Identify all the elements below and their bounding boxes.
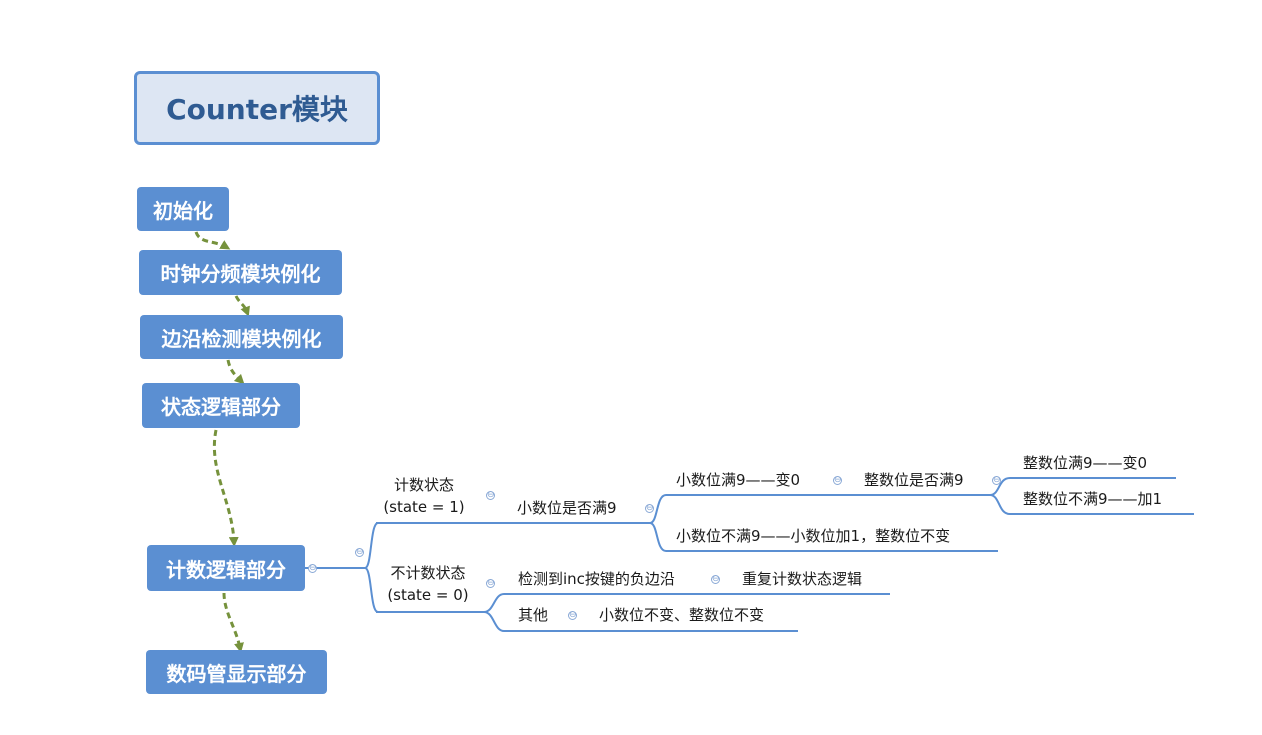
label-counting-state: 计数状态 (state = 1) <box>376 474 472 518</box>
counting-state-text: 计数状态 <box>393 476 454 494</box>
counting-state-cond: (state = 1) <box>383 498 465 516</box>
mind-map-title: Counter模块 <box>134 71 380 145</box>
idle-state-text: 不计数状态 <box>390 564 466 582</box>
collapse-icon[interactable]: ⊖ <box>992 475 1001 485</box>
step-edge-detect[interactable]: 边沿检测模块例化 <box>140 315 343 359</box>
label-inc-negedge: 检测到inc按键的负边沿 <box>518 570 675 588</box>
collapse-icon[interactable]: ⊖ <box>833 475 842 485</box>
label-idle-state: 不计数状态 (state = 0) <box>376 562 480 606</box>
step-count-logic[interactable]: 计数逻辑部分 <box>147 545 305 591</box>
label-decimal-full-question: 小数位是否满9 <box>517 499 617 517</box>
tree-link-inc <box>483 593 505 613</box>
tree-link-integer-not-full <box>989 494 1011 515</box>
collapse-icon[interactable]: ⊖ <box>568 610 577 620</box>
label-integer-full: 整数位满9——变0 <box>1023 454 1148 472</box>
flow-arrow-5 <box>222 592 244 653</box>
tree-link-decimal-not-full <box>649 522 667 552</box>
collapse-icon[interactable]: ⊖ <box>711 574 720 584</box>
step-clock-divider[interactable]: 时钟分频模块例化 <box>139 250 342 295</box>
label-integer-full-question: 整数位是否满9 <box>864 471 964 489</box>
collapse-icon[interactable]: ⊖ <box>486 578 495 588</box>
flow-arrow-4 <box>212 429 239 547</box>
collapse-icon[interactable]: ⊖ <box>355 547 364 557</box>
label-other: 其他 <box>518 606 549 624</box>
label-integer-not-full: 整数位不满9——加1 <box>1023 490 1163 508</box>
flow-arrow-2 <box>234 295 250 317</box>
step-display[interactable]: 数码管显示部分 <box>146 650 327 694</box>
label-decimal-full: 小数位满9——变0 <box>676 471 801 489</box>
label-decimal-not-full: 小数位不满9——小数位加1，整数位不变 <box>676 527 951 545</box>
label-repeat-logic: 重复计数状态逻辑 <box>742 570 863 588</box>
idle-state-cond: (state = 0) <box>387 586 469 604</box>
flow-arrow-3 <box>226 359 245 385</box>
collapse-icon[interactable]: ⊖ <box>308 563 317 573</box>
tree-link-other <box>483 611 505 632</box>
collapse-icon[interactable]: ⊖ <box>645 503 654 513</box>
step-state-logic[interactable]: 状态逻辑部分 <box>142 383 300 428</box>
flow-arrow-1 <box>194 231 231 250</box>
step-init[interactable]: 初始化 <box>137 187 229 231</box>
collapse-icon[interactable]: ⊖ <box>486 490 495 500</box>
label-keep: 小数位不变、整数位不变 <box>599 606 765 624</box>
